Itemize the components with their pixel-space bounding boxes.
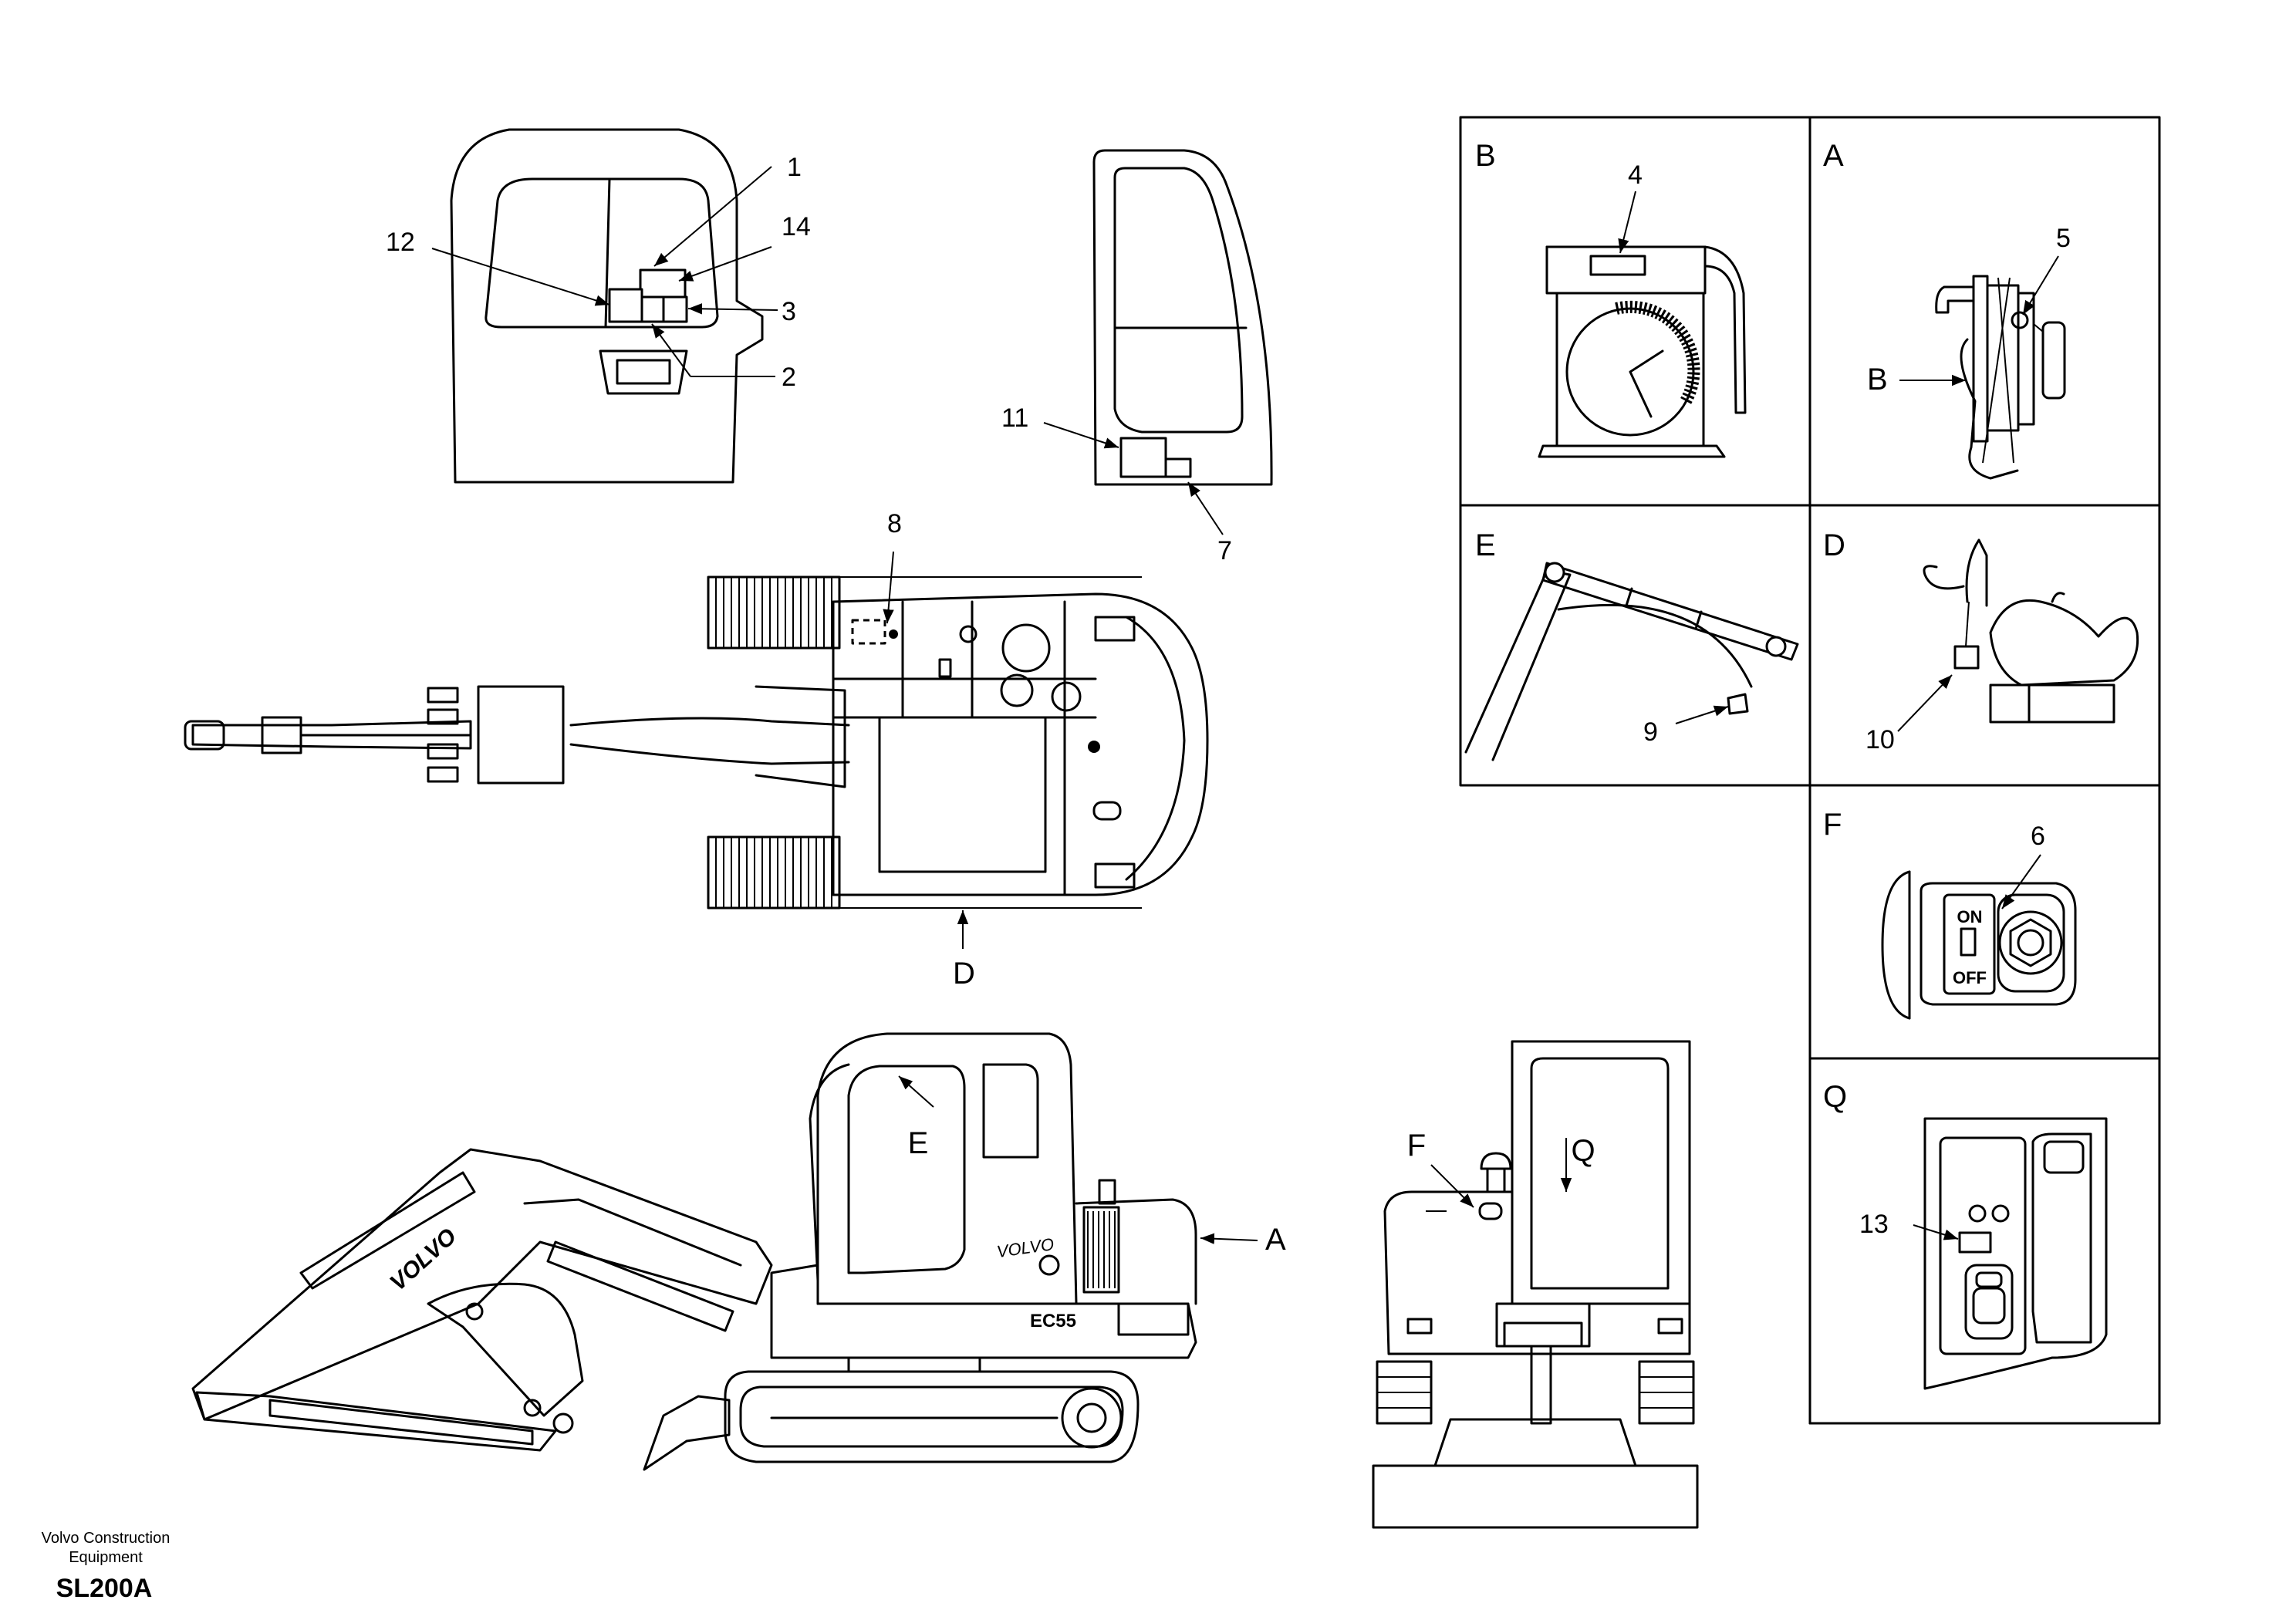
- excavator-top-view: [184, 551, 1209, 949]
- detail-panel-f: F ON OFF: [1823, 808, 2077, 1020]
- switch-off-label: OFF: [1953, 968, 1987, 987]
- decal-1-2-3-12-14-cluster: [608, 268, 688, 323]
- panel-e-label: E: [1475, 528, 1496, 562]
- panel-q-label: Q: [1823, 1080, 1847, 1114]
- footer-drawing-code: SL200A: [56, 1574, 153, 1603]
- excavator-rear-view: F Q: [1372, 1040, 1699, 1529]
- arrow-label-d: D: [953, 957, 975, 991]
- callout-12: 12: [386, 228, 415, 257]
- view-label-q-rear: Q: [1571, 1134, 1595, 1168]
- detail-panel-q: Q: [1823, 1080, 2108, 1390]
- panel-f-label: F: [1823, 808, 1842, 842]
- callout-11: 11: [1001, 403, 1028, 433]
- detail-panel-grid: [1459, 116, 2161, 1425]
- cab-front-view: [431, 128, 778, 484]
- panel-a-arrow-b-label: B: [1867, 363, 1888, 397]
- cab-door-view: [1043, 149, 1273, 535]
- footer-company-line1: Volvo Construction: [42, 1530, 171, 1547]
- callout-labels: 1 14 3 2 12 11 7 8 D A 4 5 9 10 6 13: [386, 153, 2071, 1257]
- callout-14: 14: [782, 212, 811, 241]
- excavator-side-view: E VOLVO EC55 VOLVO: [191, 1032, 1258, 1471]
- callout-8: 8: [887, 509, 902, 538]
- callout-13: 13: [1859, 1210, 1889, 1239]
- callout-2: 2: [782, 363, 796, 392]
- detail-panel-b: B: [1475, 139, 1747, 458]
- panel-d-label: D: [1823, 528, 1845, 562]
- panel-a-label: A: [1823, 139, 1844, 173]
- view-label-e-side: E: [908, 1126, 929, 1160]
- detail-panel-e: E: [1464, 528, 1799, 761]
- callout-7: 7: [1217, 536, 1232, 565]
- callout-9: 9: [1643, 717, 1658, 747]
- callout-1: 1: [787, 153, 802, 182]
- arrow-label-a: A: [1265, 1223, 1286, 1257]
- view-label-f-rear: F: [1407, 1129, 1426, 1163]
- callout-6: 6: [2031, 822, 2045, 851]
- panel-b-label: B: [1475, 139, 1496, 173]
- model-text-side: EC55: [1030, 1311, 1076, 1331]
- switch-on-label: ON: [1957, 907, 1983, 926]
- detail-panel-d: D: [1823, 528, 2139, 732]
- callout-10: 10: [1866, 725, 1895, 754]
- callout-3: 3: [782, 297, 796, 326]
- footer-company-line2: Equipment: [69, 1549, 143, 1566]
- detail-panel-a: A B: [1823, 139, 2066, 480]
- engine-grille: [1087, 1211, 1116, 1288]
- footer: Volvo Construction Equipment SL200A: [42, 1530, 171, 1603]
- callout-4: 4: [1628, 160, 1643, 190]
- callout-5: 5: [2056, 224, 2071, 253]
- track-cleats: [715, 577, 832, 908]
- brand-text-boom: VOLVO: [385, 1223, 461, 1296]
